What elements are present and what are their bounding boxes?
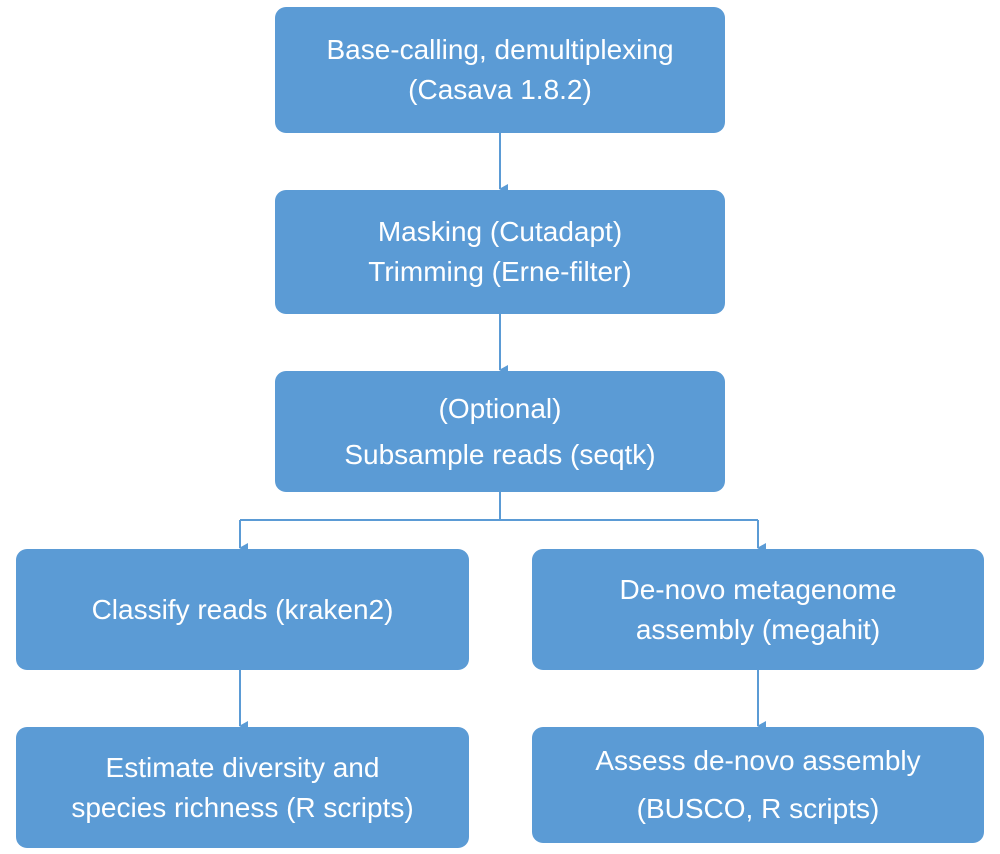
step-subsample-line2: Subsample reads (seqtk): [344, 438, 656, 470]
step-basecalling-box: Base-calling, demultiplexing (Casava 1.8…: [275, 7, 725, 133]
step-masking-line1: Masking (Cutadapt): [377, 216, 623, 247]
step-masking-box: Masking (Cutadapt) Trimming (Erne-filter…: [275, 190, 725, 314]
step-assess-box: Assess de-novo assembly (BUSCO, R script…: [532, 727, 984, 843]
step-subsample-box: (Optional) Subsample reads (seqtk): [275, 371, 725, 492]
step-estimate-box: Estimate diversity and species richness …: [16, 727, 469, 848]
step-subsample-line1: (Optional): [438, 392, 562, 424]
step-basecalling-line2: (Casava 1.8.2): [408, 74, 592, 105]
step-classify-line1: Classify reads (kraken2): [91, 593, 394, 625]
step-estimate-line2: species richness (R scripts): [71, 791, 414, 823]
step-estimate-line1: Estimate diversity and: [105, 751, 380, 783]
step-masking-line2: Trimming (Erne-filter): [368, 256, 632, 287]
step-classify-box: Classify reads (kraken2): [16, 549, 469, 670]
step-denovo-line2: assembly (megahit): [635, 613, 881, 645]
step-assess-line1: Assess de-novo assembly: [595, 745, 921, 776]
step-assess-line2: (BUSCO, R scripts): [636, 793, 880, 824]
step-denovo-box: De-novo metagenome assembly (megahit): [532, 549, 984, 670]
step-basecalling-line1: Base-calling, demultiplexing: [326, 34, 674, 65]
step-denovo-line1: De-novo metagenome: [619, 573, 897, 605]
